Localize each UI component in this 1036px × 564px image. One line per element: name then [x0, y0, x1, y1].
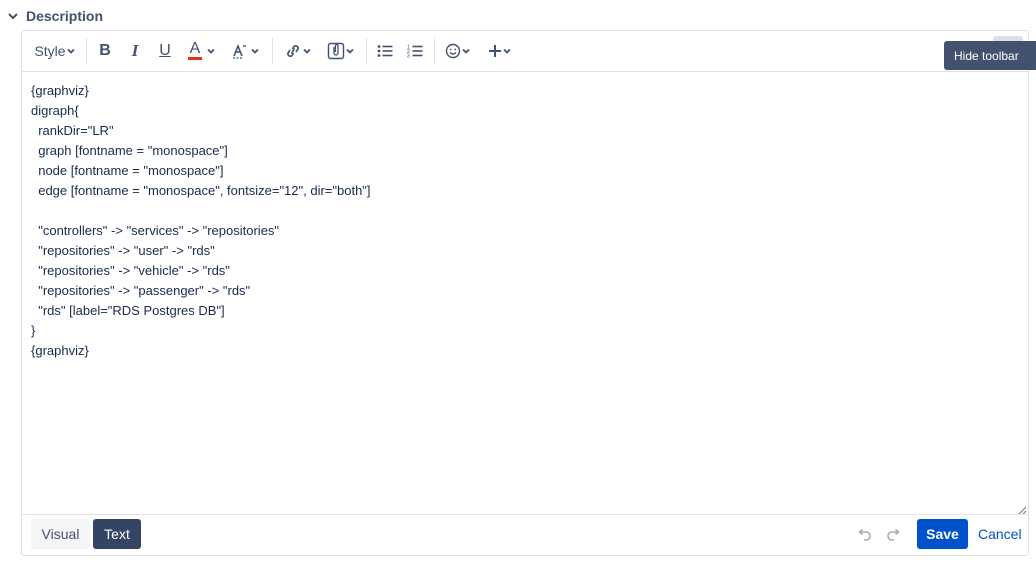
numbered-list-icon: 1 2 3	[407, 45, 423, 59]
chevron-down-icon	[251, 48, 259, 54]
toolbar-divider	[366, 38, 367, 64]
svg-text:3: 3	[407, 54, 410, 59]
visual-mode-tab[interactable]: Visual	[31, 519, 90, 549]
italic-button[interactable]: I	[124, 37, 146, 65]
editor-textarea[interactable]: {graphviz} digraph{ rankDir="LR" graph […	[31, 83, 371, 358]
section-title: Description	[26, 8, 104, 24]
chevron-down-icon	[207, 48, 215, 54]
bold-icon: B	[99, 42, 111, 59]
link-icon	[287, 45, 299, 57]
attachment-icon	[327, 42, 345, 60]
resize-handle-icon[interactable]	[1017, 505, 1027, 515]
insert-plus-icon	[489, 45, 501, 57]
style-dropdown-label: Style	[34, 43, 66, 59]
redo-icon[interactable]	[886, 527, 902, 543]
emoji-icon	[445, 43, 461, 59]
text-color-button[interactable]: A	[184, 37, 220, 65]
toolbar-divider	[434, 38, 435, 64]
chevron-down-icon	[303, 48, 311, 54]
chevron-down-icon[interactable]	[6, 9, 20, 23]
clear-format-button[interactable]	[230, 37, 262, 65]
attachment-button[interactable]	[324, 37, 358, 65]
description-section-header[interactable]: Description	[6, 6, 103, 26]
toolbar-divider	[272, 38, 273, 64]
chevron-down-icon	[346, 48, 354, 54]
hide-toolbar-tooltip: Hide toolbar	[944, 41, 1036, 70]
underline-icon: U	[159, 42, 171, 59]
svg-text:1: 1	[407, 45, 410, 51]
bullet-list-button[interactable]	[374, 37, 396, 65]
numbered-list-button[interactable]: 1 2 3	[404, 37, 426, 65]
svg-text:2: 2	[407, 49, 410, 55]
text-mode-tab[interactable]: Text	[93, 519, 141, 549]
text-color-icon: A	[188, 41, 202, 60]
chevron-down-icon	[462, 48, 470, 54]
chevron-down-icon	[66, 48, 75, 54]
rich-text-editor: Style B I U A	[21, 30, 1029, 556]
editor-footer: Visual Text Save Cancel	[22, 514, 1028, 555]
cancel-button[interactable]: Cancel	[978, 526, 1022, 542]
link-button[interactable]	[282, 37, 314, 65]
text-color-swatch	[188, 57, 202, 60]
insert-more-button[interactable]	[484, 37, 516, 65]
style-dropdown[interactable]: Style	[30, 37, 80, 65]
editor-toolbar: Style B I U A	[22, 31, 1028, 72]
emoji-button[interactable]	[442, 37, 474, 65]
clear-format-icon	[233, 43, 246, 59]
toolbar-divider	[86, 38, 87, 64]
italic-icon: I	[131, 41, 139, 60]
chevron-down-icon	[503, 48, 511, 54]
bold-button[interactable]: B	[94, 37, 116, 65]
undo-icon[interactable]	[856, 527, 872, 543]
underline-button[interactable]: U	[154, 37, 176, 65]
bullet-list-icon	[377, 45, 393, 57]
save-button[interactable]: Save	[917, 519, 968, 549]
